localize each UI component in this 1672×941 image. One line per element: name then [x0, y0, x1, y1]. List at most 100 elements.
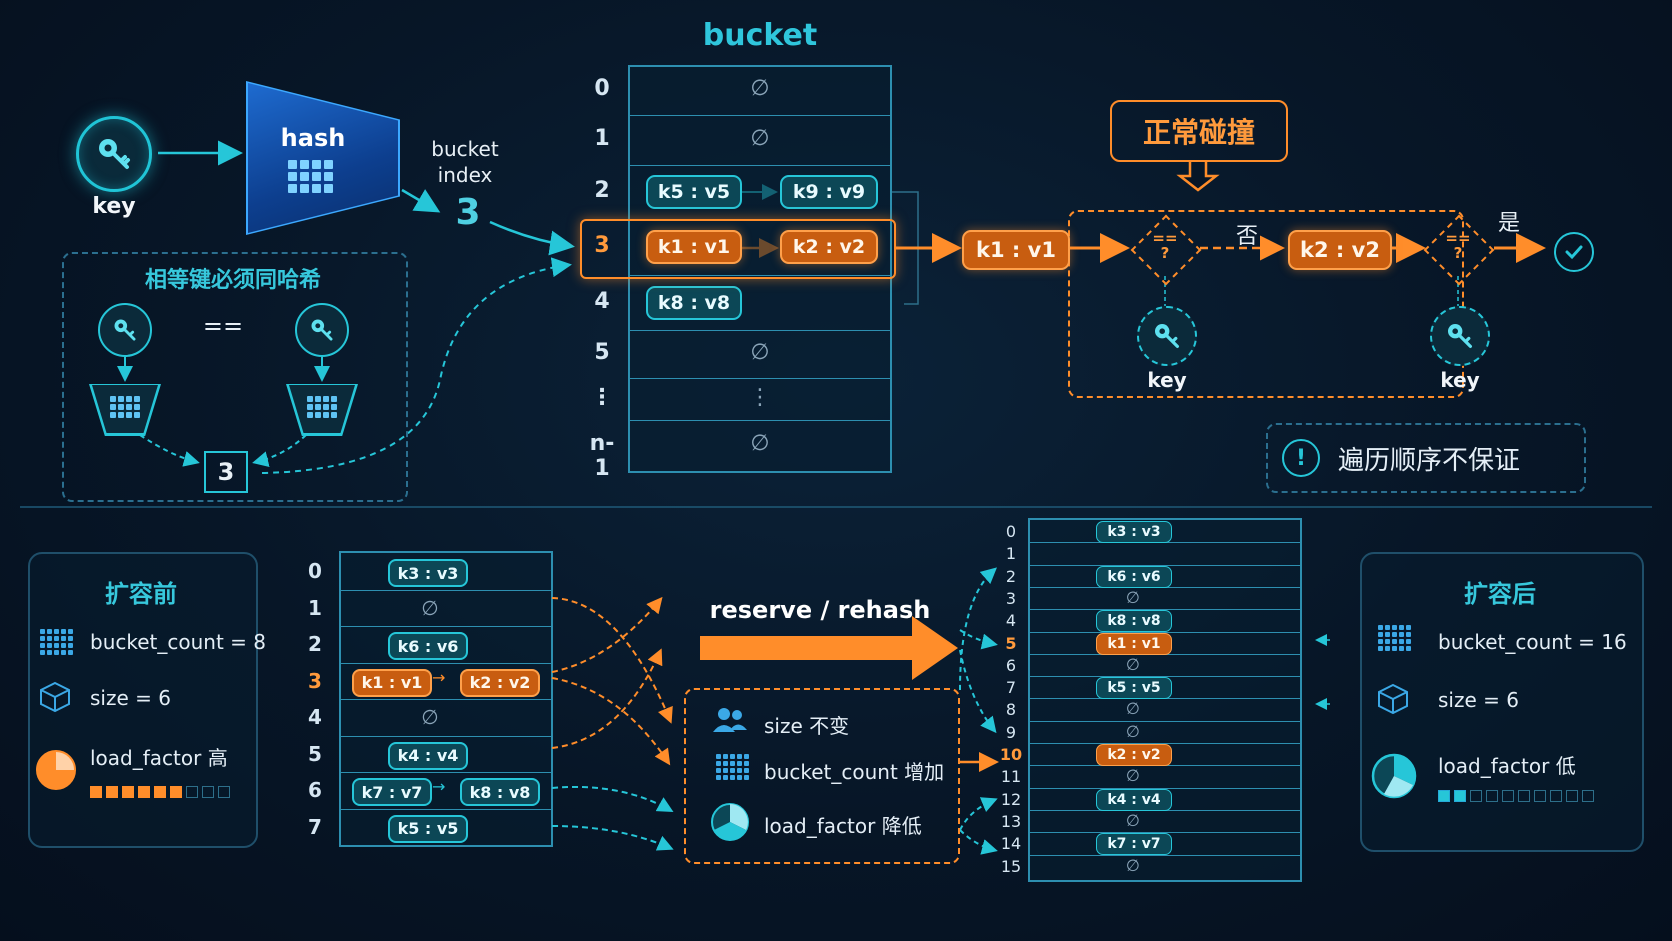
bucket-index-caption-line1: bucket — [431, 137, 499, 161]
before-load-bar-cell — [138, 786, 150, 798]
after-load-bar-cell — [1470, 790, 1482, 802]
new-index-8: 8 — [1005, 700, 1017, 720]
rehash-grid-icon — [716, 754, 749, 780]
compare-2-eq: == — [1445, 229, 1471, 247]
rehash-info-box — [684, 688, 960, 864]
old-index-6: 6 — [308, 778, 322, 802]
new-index-4: 4 — [1005, 611, 1017, 631]
old-index-1: 1 — [308, 595, 322, 620]
chain-node-2: k2 : v2 — [1288, 230, 1392, 270]
before-load-factor: load_factor 高 — [90, 746, 228, 770]
info-icon: ! — [1282, 439, 1320, 477]
after-load-bar-cell — [1502, 790, 1514, 802]
new-row-divider — [1030, 720, 1300, 722]
key-glyph-icon — [1448, 324, 1472, 348]
after-load-bar-cell — [1438, 790, 1450, 802]
old-index-5: 5 — [308, 741, 322, 766]
after-size: size = 6 — [1438, 688, 1519, 712]
bucket-empty-5: ∅ — [750, 340, 770, 365]
rehash-line-2: bucket_count 增加 — [764, 760, 945, 784]
after-load-factor: load_factor 低 — [1438, 754, 1576, 778]
new-entry-0: k3 : v3 — [1096, 521, 1172, 543]
load-pie-icon — [711, 803, 749, 841]
no-label: 否 — [1235, 224, 1258, 249]
bucket-index-4: 4 — [594, 288, 610, 314]
check-icon — [1554, 232, 1594, 272]
bucket-title: bucket — [702, 18, 818, 53]
new-index-3: 3 — [1005, 588, 1017, 608]
old-row-divider — [341, 735, 551, 737]
bucket-entry-2-1: k9 : v9 — [780, 175, 878, 209]
rehash-line-1: size 不变 — [764, 714, 850, 738]
compare-2-q: ? — [1453, 244, 1463, 262]
bucket-index-2: 2 — [594, 178, 610, 203]
key-label: key — [92, 194, 136, 219]
bucket-index-3: 3 — [594, 233, 610, 258]
old-row-divider — [341, 626, 551, 627]
collision-title: 正常碰撞 — [1142, 116, 1255, 149]
bucket-entry-3-0: k1 : v1 — [646, 230, 742, 264]
after-load-bar-cell — [1486, 790, 1498, 802]
new-index-0: 0 — [1005, 522, 1017, 541]
yes-label: 是 — [1497, 211, 1520, 236]
probe-key-1-label: key — [1147, 368, 1187, 392]
old-empty-4: ∅ — [421, 705, 439, 729]
bucket-index-value: 3 — [455, 192, 481, 233]
old-entry-3-1: k2 : v2 — [460, 668, 540, 697]
new-entry-10: k2 : v2 — [1096, 744, 1172, 766]
rehash-label: reserve / rehash — [709, 596, 931, 624]
compare-1-symbol: == ? — [1150, 231, 1180, 261]
equal-keys-title: 相等键必须同哈希 — [144, 268, 321, 293]
bucket-index-1: 1 — [594, 126, 610, 151]
bucket-index-5: 5 — [594, 340, 610, 365]
before-load-bar-cell — [186, 786, 198, 798]
old-chain-arrow-3: → — [432, 667, 446, 687]
new-index-2: 2 — [1005, 566, 1017, 586]
key-glyph-icon — [1155, 324, 1179, 348]
before-load-bar-cell — [122, 786, 134, 798]
bucket-entry-3-1: k2 : v2 — [780, 230, 878, 264]
bucket-index-7: n-1 — [589, 430, 615, 481]
old-chain-arrow-6: → — [432, 777, 446, 796]
key-glyph-icon — [99, 139, 130, 169]
old-row-divider — [341, 662, 551, 664]
old-row-divider — [341, 589, 551, 591]
users-icon — [713, 708, 747, 732]
old-index-2: 2 — [308, 632, 322, 656]
compare-2-symbol: == ? — [1443, 231, 1473, 261]
old-entry-3-0: k1 : v1 — [352, 668, 432, 697]
bucket-row-divider — [630, 115, 890, 116]
compare-1-q: ? — [1160, 244, 1170, 262]
before-load-bar-cell — [170, 786, 182, 798]
new-empty-11: ∅ — [1126, 766, 1140, 786]
bucket-row-divider — [630, 330, 890, 331]
before-load-bar-cell — [218, 786, 230, 798]
new-row-divider — [1030, 787, 1300, 789]
new-row-divider — [1030, 676, 1300, 678]
order-note-box: ! 遍历顺序不保证 — [1266, 423, 1586, 493]
after-load-pie-icon — [1371, 753, 1417, 799]
new-empty-15: ∅ — [1126, 855, 1140, 875]
old-index-0: 0 — [308, 559, 322, 583]
right-hash-grid-icon — [307, 396, 337, 418]
new-empty-13: ∅ — [1126, 810, 1140, 830]
right-key-icon — [295, 303, 349, 357]
bucket-entry-2-0: k5 : v5 — [646, 175, 742, 209]
new-index-9: 9 — [1005, 722, 1017, 742]
after-load-bar-cell — [1566, 790, 1578, 802]
before-size-cube-icon — [40, 681, 70, 713]
before-size: size = 6 — [90, 686, 171, 710]
key-glyph-icon — [114, 319, 136, 341]
hash-label: hash — [280, 124, 346, 152]
bucket-row-divider — [630, 420, 890, 421]
left-hash-grid-icon — [110, 396, 140, 418]
new-row-divider — [1030, 609, 1300, 611]
new-index-11: 11 — [1000, 767, 1022, 787]
new-index-15: 15 — [1000, 856, 1022, 876]
before-load-bar-cell — [106, 786, 118, 798]
old-entry-7: k5 : v5 — [388, 814, 468, 843]
bucket-entry-4-0: k8 : v8 — [646, 285, 742, 320]
after-load-bar-cell — [1518, 790, 1530, 802]
collision-chain-box — [1068, 210, 1464, 398]
